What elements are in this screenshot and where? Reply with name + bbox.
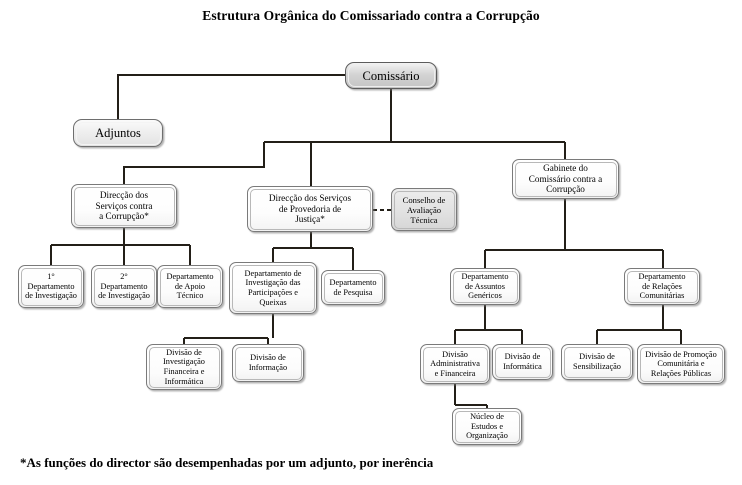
node-label: Divisão de Promoção Comunitária e Relaçõ… — [645, 349, 717, 378]
node-label: Departamento de Assuntos Genéricos — [461, 272, 509, 301]
node-label: Divisão de Informática — [503, 352, 542, 371]
node-conselho-avaliacao[interactable]: Conselho de Avaliação Técnica — [391, 188, 457, 231]
node-dep-investigacao-1[interactable]: 1° Departamento de Investigação — [18, 265, 84, 308]
node-div-sensibilizacao[interactable]: Divisão de Sensibilização — [561, 344, 633, 380]
node-direccao-corrupcao[interactable]: Direcção dos Serviços contra a Corrupção… — [71, 184, 177, 228]
node-div-informacao[interactable]: Divisão de Informação — [232, 344, 304, 382]
node-dep-relacoes-comunitarias[interactable]: Departamento de Relações Comunitárias — [624, 268, 700, 305]
node-label: Divisão de Informação — [248, 353, 288, 372]
node-label: Departamento de Pesquisa — [329, 277, 377, 297]
footnote: *As funções do director são desempenhada… — [20, 455, 434, 470]
node-label: Direcção dos Serviços de Provedoria de J… — [268, 193, 352, 225]
node-adjuntos[interactable]: Adjuntos — [73, 119, 163, 147]
node-label: Gabinete do Comissário contra a Corrupçã… — [528, 163, 603, 195]
page-title: Estrutura Orgânica do Comissariado contr… — [202, 8, 540, 23]
node-label: Núcleo de Estudos e Organização — [466, 412, 508, 441]
node-label: Divisão Administrativa e Financeira — [430, 349, 480, 378]
node-gabinete-comissario[interactable]: Gabinete do Comissário contra a Corrupçã… — [512, 159, 619, 199]
node-div-informatica[interactable]: Divisão de Informática — [492, 344, 553, 380]
edge-comissario-adjuntos — [116, 73, 345, 119]
node-label: Conselho de Avaliação Técnica — [402, 194, 446, 225]
node-dep-investigacao-2[interactable]: 2° Departamento de Investigação — [91, 265, 157, 308]
node-label: Divisão de Sensibilização — [573, 352, 621, 371]
node-label: 2° Departamento de Investigação — [98, 272, 150, 301]
node-div-promocao-comunitaria[interactable]: Divisão de Promoção Comunitária e Relaçõ… — [637, 344, 725, 384]
node-label: Adjuntos — [95, 126, 141, 140]
node-dep-assuntos-genericos[interactable]: Departamento de Assuntos Genéricos — [450, 268, 520, 305]
node-label: Departamento de Relações Comunitárias — [638, 272, 686, 301]
node-label: Comissário — [362, 68, 420, 83]
node-dep-pesquisa[interactable]: Departamento de Pesquisa — [321, 270, 385, 305]
node-div-administrativa-financeira[interactable]: Divisão Administrativa e Financeira — [420, 344, 490, 384]
node-comissario[interactable]: Comissário — [345, 62, 437, 89]
node-label: 1° Departamento de Investigação — [25, 272, 77, 301]
node-label: Departamento de Investigação das Partici… — [244, 268, 302, 307]
node-div-investigacao-financeira[interactable]: Divisão de Investigação Financeira e Inf… — [146, 344, 222, 390]
node-dep-participacoes[interactable]: Departamento de Investigação das Partici… — [229, 262, 317, 314]
node-dep-apoio-tecnico[interactable]: Departamento de Apoio Técnico — [157, 265, 223, 308]
node-label: Departamento de Apoio Técnico — [166, 272, 214, 301]
edge-to-direccao-corrupcao — [122, 142, 266, 184]
node-nucleo-estudos[interactable]: Núcleo de Estudos e Organização — [452, 408, 522, 445]
node-direccao-provedoria[interactable]: Direcção dos Serviços de Provedoria de J… — [247, 186, 373, 232]
node-label: Direcção dos Serviços contra a Corrupção… — [95, 190, 153, 222]
node-label: Divisão de Investigação Financeira e Inf… — [163, 347, 205, 386]
